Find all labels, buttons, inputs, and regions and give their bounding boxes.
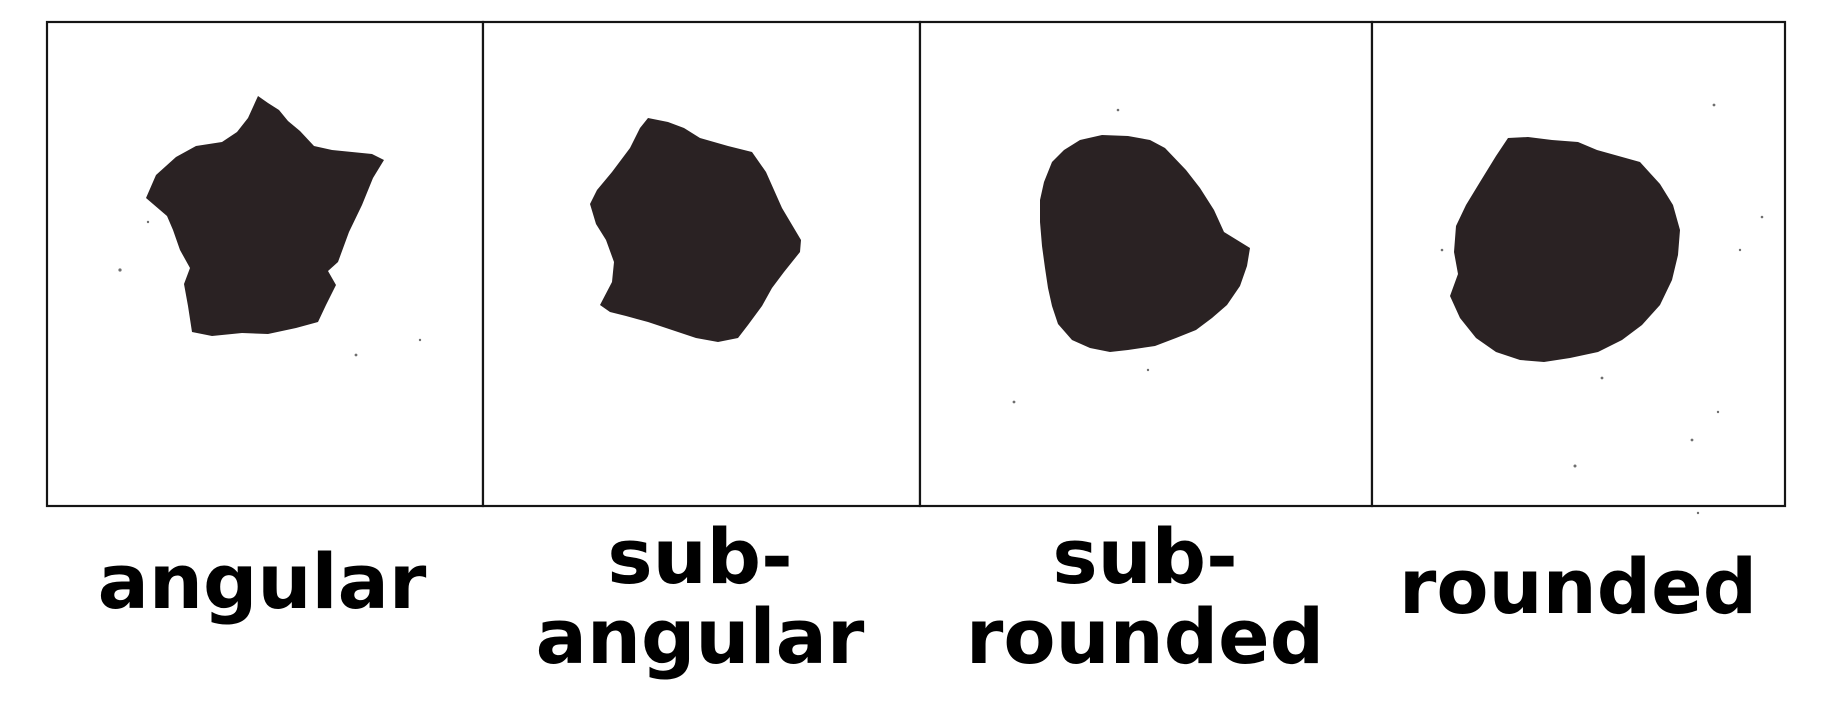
label-angular: angular [98, 537, 427, 626]
grain-rounded [1450, 137, 1680, 362]
label-sub-rounded-line-1: sub- [1052, 512, 1237, 601]
grain-sub-rounded [1040, 135, 1250, 352]
grain-shapes [146, 96, 1680, 362]
label-rounded: rounded [1399, 542, 1757, 631]
grain-angular [146, 96, 384, 336]
grain-sub-angular [590, 118, 801, 342]
label-sub-angular-line-1: sub- [607, 512, 792, 601]
label-sub-angular-line-2: angular [536, 592, 865, 681]
panel-labels: angular sub- angular sub- rounded rounde… [98, 512, 1757, 681]
label-sub-rounded-line-2: rounded [966, 592, 1324, 681]
scan-specks [118, 103, 1764, 515]
